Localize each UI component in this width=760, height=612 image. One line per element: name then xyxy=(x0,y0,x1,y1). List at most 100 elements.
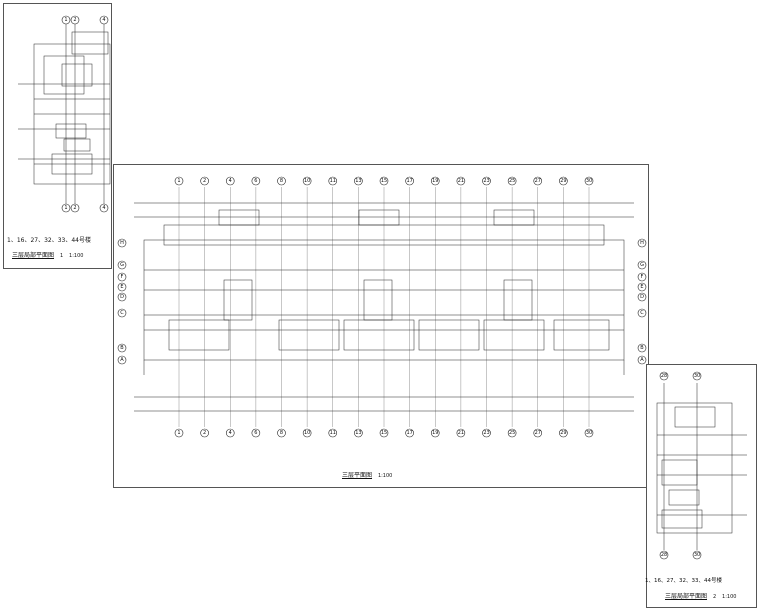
axis-bubble xyxy=(659,550,669,560)
axis-label: B xyxy=(120,345,124,351)
axis-label: F xyxy=(641,274,644,280)
axis-bubble xyxy=(637,272,647,282)
axis-label: 23 xyxy=(483,430,489,436)
right-plan-scale: 1:100 xyxy=(722,594,737,600)
axis-bubble xyxy=(117,272,127,282)
axis-label: 4 xyxy=(102,205,105,211)
axis-bubble xyxy=(637,282,647,292)
axis-label: 30 xyxy=(694,552,700,558)
axis-label: 28 xyxy=(661,373,667,379)
axis-label: 17 xyxy=(406,178,412,184)
axis-label: 2 xyxy=(73,205,76,211)
axis-bubble xyxy=(692,550,702,560)
axis-bubble xyxy=(379,428,389,438)
axis-bubble xyxy=(117,238,127,248)
axis-label: 29 xyxy=(560,430,566,436)
right-house-numbers: 1、16、27、32、33、44号楼 xyxy=(645,578,722,584)
axis-bubble xyxy=(637,343,647,353)
axis-label: 25 xyxy=(509,430,515,436)
axis-label: 19 xyxy=(432,178,438,184)
axis-bubble xyxy=(70,203,80,213)
axis-label: 2 xyxy=(203,178,206,184)
axis-bubble xyxy=(117,355,127,365)
axis-bubble xyxy=(70,15,80,25)
axis-bubble xyxy=(200,176,209,186)
axis-label: 27 xyxy=(535,178,541,184)
axis-bubble xyxy=(200,428,209,438)
axis-bubble xyxy=(430,176,440,186)
axis-bubble xyxy=(507,428,517,438)
right-partial-floor-plan: 28 30 28 30 xyxy=(656,371,747,560)
axis-bubble xyxy=(174,428,184,438)
axis-label: 19 xyxy=(432,430,438,436)
main-plan-scale: 1:100 xyxy=(377,473,393,479)
axis-label: 6 xyxy=(254,178,257,184)
axis-bubble xyxy=(637,308,647,318)
axis-label: B xyxy=(640,345,644,351)
axis-bubble xyxy=(117,282,127,292)
axis-label: E xyxy=(120,284,123,290)
axis-label: 11 xyxy=(330,178,336,184)
axis-bubble xyxy=(405,176,414,186)
axis-bubble xyxy=(507,176,517,186)
axis-bubble xyxy=(584,176,594,186)
axis-bubble xyxy=(354,428,363,438)
axis-label: 4 xyxy=(102,17,105,23)
axis-label: C xyxy=(640,310,644,316)
axis-bubble xyxy=(533,176,543,186)
axis-label: 28 xyxy=(661,552,667,558)
axis-bubble xyxy=(482,176,491,186)
axis-label: 2 xyxy=(203,430,206,436)
axis-bubble xyxy=(559,428,568,438)
axis-label: G xyxy=(640,262,644,268)
right-plan-caption: 三层局部平面图 2 1:100 xyxy=(665,591,736,600)
axis-bubble xyxy=(117,343,127,353)
axis-label: 21 xyxy=(458,178,464,184)
axis-bubble xyxy=(637,355,647,365)
right-plan-title: 三层局部平面图 xyxy=(665,593,708,600)
left-plan-caption: 三层局部平面图 1 1:100 xyxy=(12,250,83,259)
axis-label: H xyxy=(640,240,644,246)
axis-label: 30 xyxy=(586,178,592,184)
axis-label: 15 xyxy=(381,178,387,184)
axis-label: 29 xyxy=(560,178,566,184)
axis-label: 2 xyxy=(73,17,76,23)
axis-label: 13 xyxy=(355,430,361,436)
axis-bubble xyxy=(277,428,286,438)
axis-label: 21 xyxy=(458,430,464,436)
axis-bubble xyxy=(637,260,647,270)
axis-label: 8 xyxy=(280,430,283,436)
axis-bubble xyxy=(637,292,647,302)
axis-label: 1 xyxy=(64,17,67,23)
axis-label: 25 xyxy=(509,178,515,184)
axis-bubble xyxy=(328,176,338,186)
axis-label: 10 xyxy=(304,178,310,184)
axis-label: 10 xyxy=(304,430,310,436)
axis-bubble xyxy=(559,176,568,186)
axis-label: 1 xyxy=(177,178,180,184)
left-partial-plan-sheet: 1 2 4 1 2 4 1、16、27、32、33、44号楼 三层局部平面图 1… xyxy=(3,3,112,269)
axis-label: A xyxy=(640,357,644,363)
axis-bubble xyxy=(277,176,286,186)
axis-label: C xyxy=(120,310,124,316)
axis-label: 17 xyxy=(406,430,412,436)
axis-label: G xyxy=(120,262,124,268)
left-plan-scale: 1:100 xyxy=(69,253,84,259)
axis-bubble xyxy=(456,176,466,186)
axis-bubble xyxy=(117,260,127,270)
axis-label: 4 xyxy=(229,178,232,184)
axis-bubble xyxy=(637,238,647,248)
axis-bubble xyxy=(328,428,338,438)
axis-label: 11 xyxy=(330,430,336,436)
axis-label: 30 xyxy=(694,373,700,379)
axis-label: F xyxy=(121,274,124,280)
right-partial-plan-sheet: 28 30 28 30 1、16、27、32、33、44号楼 三层局部平面图 2… xyxy=(645,364,757,608)
left-house-numbers: 1、16、27、32、33、44号楼 xyxy=(7,237,91,244)
axis-label: 6 xyxy=(254,430,257,436)
axis-bubble xyxy=(659,371,669,381)
axis-label: 23 xyxy=(483,178,489,184)
axis-bubble xyxy=(379,176,389,186)
axis-bubble xyxy=(251,428,261,438)
axis-bubble xyxy=(302,428,312,438)
